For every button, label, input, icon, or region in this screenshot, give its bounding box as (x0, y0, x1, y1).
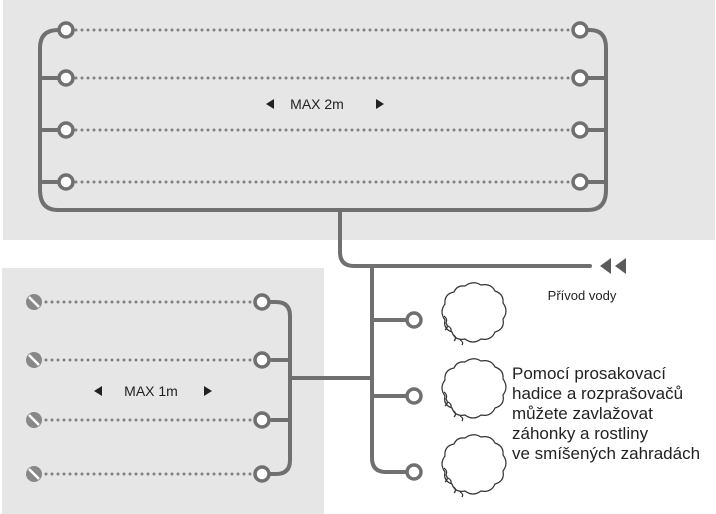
arrow-right-icon (376, 99, 384, 109)
top-dotted-hoses (74, 28, 572, 184)
plant-connectors (405, 311, 423, 481)
description-line: hadice a rozprašovačů (512, 384, 684, 403)
connector-ring-icon (57, 121, 75, 139)
connector-ring-icon (253, 351, 271, 369)
arrow-left-icon (266, 99, 274, 109)
top-hose-frame (38, 28, 608, 212)
connector-ring-icon (571, 69, 589, 87)
end-plug-icon (26, 352, 42, 368)
connector-ring-icon (405, 311, 423, 329)
connector-ring-icon (405, 387, 423, 405)
bottom-max-label: MAX 1m (94, 383, 212, 399)
end-plug-icon (26, 412, 42, 428)
shrub-icon (441, 358, 507, 422)
top-connectors (57, 21, 589, 191)
connector-ring-icon (57, 69, 75, 87)
description-text: Pomocí prosakovací hadice a rozprašovačů… (512, 364, 716, 464)
description-line: záhonky a rostliny (512, 424, 649, 443)
connector-ring-icon (571, 21, 589, 39)
connector-ring-icon (253, 411, 271, 429)
connector-ring-icon (253, 293, 271, 311)
description-line: můžete zavlažovat (512, 404, 653, 423)
water-supply-label: Přívod vody (548, 288, 617, 303)
bottom-hose-frame (268, 300, 292, 476)
top-max-text: MAX 2m (290, 96, 344, 112)
supply-pipe (288, 208, 592, 474)
arrow-right-icon (204, 386, 212, 396)
connector-ring-icon (571, 121, 589, 139)
bottom-max-text: MAX 1m (124, 383, 178, 399)
end-plug-icon (26, 466, 42, 482)
connector-ring-icon (405, 463, 423, 481)
shrub-icon (441, 282, 507, 346)
connector-ring-icon (57, 173, 75, 191)
arrow-left-icon (94, 386, 102, 396)
connector-ring-icon (57, 21, 75, 39)
end-plugs (26, 294, 42, 482)
top-max-label: MAX 2m (266, 96, 384, 112)
top-panel (3, 0, 715, 240)
description-line: Pomocí prosakovací (512, 364, 667, 383)
connector-ring-icon (571, 173, 589, 191)
connector-ring-icon (253, 465, 271, 483)
bottom-dotted-hoses (44, 300, 256, 476)
end-plug-icon (26, 294, 42, 310)
bottom-connectors (253, 293, 271, 483)
water-inlet-icon (600, 258, 626, 274)
description-line: ve smíšených zahradách (512, 444, 701, 463)
shrub-icon (441, 434, 507, 498)
